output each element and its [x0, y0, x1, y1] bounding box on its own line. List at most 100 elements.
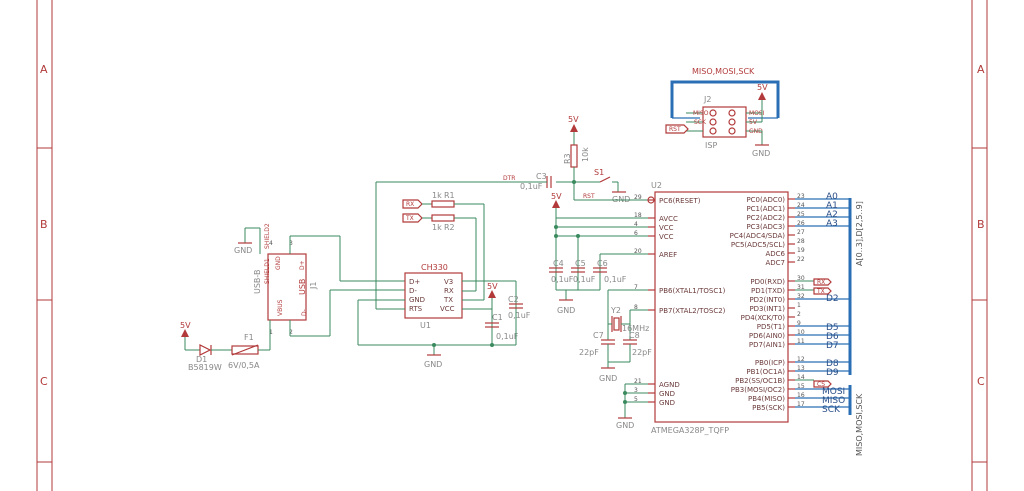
- isp-pin-mosi: MOSI: [749, 110, 765, 117]
- mcu-right-pin-name: PB2(SS/OC1B): [735, 377, 785, 385]
- net-sck: SCK: [822, 405, 841, 415]
- mcu-right-pin-name: PC1(ADC1): [746, 205, 785, 213]
- ch330-pin-vcc: VCC: [440, 305, 455, 313]
- usb-pin-dminus: D-: [301, 309, 308, 316]
- frame-row-b-right: B: [977, 218, 985, 231]
- net-labels: A[0..3],D[2,5..9] MISO,MOSI,SCK A0 A1 A2…: [795, 192, 864, 456]
- mcu-left-pin-num: 6: [634, 230, 638, 237]
- usb-ref: J1: [309, 282, 318, 290]
- mcu-left-pin-name: AGND: [659, 381, 680, 389]
- mcu-left-pin-num: 20: [634, 248, 642, 255]
- serial-resistors: RX TX 1k R1 1k R2: [402, 191, 484, 232]
- mcu-5v: 5V: [551, 192, 562, 201]
- mcu-left-pin-num: 4: [634, 221, 638, 228]
- usb-pin-num-4: 4: [269, 240, 273, 247]
- mcu-right-pin-num: 26: [797, 220, 805, 227]
- mcu-right-pin-num: 2: [797, 311, 801, 318]
- ch330-gnd: GND: [424, 360, 442, 369]
- f1-val: 6V/0,5A: [228, 361, 260, 370]
- isp-rst-tag: RST: [669, 126, 681, 133]
- c7-val: 22pF: [579, 348, 599, 357]
- mcu-right-pin-num: 22: [797, 256, 805, 263]
- mcu-right-pin-num: 15: [797, 383, 805, 390]
- net-d2: D2: [826, 294, 839, 304]
- isp-pin-miso: MISO: [693, 110, 709, 117]
- isp-pin-sck: SCK: [694, 119, 707, 126]
- ch330-pin-dplus: D+: [409, 278, 420, 286]
- frame-row-c-right: C: [977, 375, 985, 388]
- mcu-right-pin-num: 13: [797, 365, 805, 372]
- mcu-right-pin-name: PD4(XCK/T0): [741, 314, 786, 322]
- vin-label: 5V: [180, 321, 191, 330]
- isp-pin-5v: 5V: [749, 119, 758, 126]
- ch330-pin-tx: TX: [443, 296, 453, 304]
- c1-ref: C1: [492, 313, 503, 322]
- usb-pin-vbus: VBUS: [277, 299, 284, 316]
- d1-val: B5819W: [188, 363, 222, 372]
- net-cs: CS: [817, 381, 825, 388]
- net-a3: A3: [826, 219, 838, 229]
- net-tx: TX: [816, 288, 825, 295]
- mcu-right-pin-name: PD1(TXD): [751, 287, 785, 295]
- mcu-decoupling: 5V C4 C5 C6 0,1uF 0,1uF 0,1uF GND: [549, 192, 648, 315]
- c7-ref: C7: [593, 331, 604, 340]
- usb-pin-num-3: 3: [289, 240, 293, 247]
- power-input: 5V D1 B5819W F1 6V/0,5A: [180, 321, 270, 372]
- ch330-pin-dminus: D-: [409, 287, 417, 295]
- net-mosi: MOSI: [822, 387, 845, 397]
- mcu-ref: U2: [651, 181, 662, 190]
- c3-ref: C3: [536, 172, 547, 181]
- mcu-left-pin-num: 7: [634, 284, 638, 291]
- c8-ref: C8: [629, 331, 640, 340]
- mcu-right-pin-name: ADC6: [765, 250, 785, 258]
- crystal-gnd: GND: [599, 374, 617, 383]
- mcu-right-pin-name: PD3(INT1): [749, 305, 785, 313]
- mcu-right-pin-num: 30: [797, 275, 805, 282]
- mcu-right-pin-num: 10: [797, 329, 805, 336]
- frame-row-a-left: A: [40, 63, 48, 76]
- mcu-left-pin-name: PC6(RESET): [659, 197, 701, 205]
- mcu-right-pin-name: PD5(T1): [757, 323, 786, 331]
- frame-row-c-left: C: [40, 375, 48, 388]
- mcu-left-pin-name: VCC: [659, 224, 674, 232]
- ch330-chip: CH330 U1 D+ D- GND RTS V3 RX TX VCC GND …: [357, 182, 531, 369]
- caps-gnd: GND: [557, 306, 575, 315]
- mcu-right-pin-name: PD6(AIN0): [749, 332, 785, 340]
- usb-pin-gnd: GND: [275, 256, 282, 270]
- mcu-right-pin-num: 9: [797, 320, 801, 327]
- mcu-right-pin-num: 31: [797, 284, 805, 291]
- mcu-right-pin-name: PB4(MISO): [748, 395, 785, 403]
- mcu-right-pin-num: 14: [797, 374, 805, 381]
- mcu-right-pin-num: 24: [797, 202, 805, 209]
- mcu-right-pin-num: 25: [797, 211, 805, 218]
- ch330-5v: 5V: [487, 282, 498, 291]
- mcu-right-pin-name: PC2(ADC2): [746, 214, 785, 222]
- frame-row-b-left: B: [40, 218, 48, 231]
- mcu-right-pin-name: PB0(ICP): [755, 359, 785, 367]
- mcu-left-pin-name: AREF: [659, 251, 677, 259]
- rx-tag: RX: [406, 201, 414, 208]
- s1-ref: S1: [594, 168, 604, 177]
- mcu-left-pin-name: PB6(XTAL1/TOSC1): [659, 287, 726, 295]
- net-d5: D5: [826, 323, 839, 333]
- usb-pin-num-1: 1: [269, 329, 273, 336]
- usb-connector: USB J1 USB-B VBUS D- D+ GND SHIELD1 SHIE…: [234, 223, 405, 350]
- mcu-right-pin-name: PC5(ADC5/SCL): [731, 241, 785, 249]
- c5-ref: C5: [575, 259, 586, 268]
- mcu-right-pin-name: PC3(ADC3): [746, 223, 785, 231]
- mcu-left-pin-name: AVCC: [659, 215, 678, 223]
- usb-gnd: GND: [234, 246, 252, 255]
- ch330-pin-v3: V3: [444, 278, 453, 286]
- mcu-right-pin-name: PD2(INT0): [749, 296, 785, 304]
- isp-name: ISP: [705, 141, 717, 150]
- r1-val: 1k: [432, 191, 442, 200]
- d1-ref: D1: [196, 355, 207, 364]
- isp-pin-gnd: GND: [749, 128, 763, 135]
- ch330-name: CH330: [421, 263, 448, 272]
- c5-val: 0,1uF: [573, 275, 596, 284]
- mcu-right-pin-num: 23: [797, 193, 805, 200]
- mcu-right-pin-num: 28: [797, 238, 805, 245]
- net-d8: D8: [826, 359, 839, 369]
- f1-ref: F1: [244, 333, 254, 342]
